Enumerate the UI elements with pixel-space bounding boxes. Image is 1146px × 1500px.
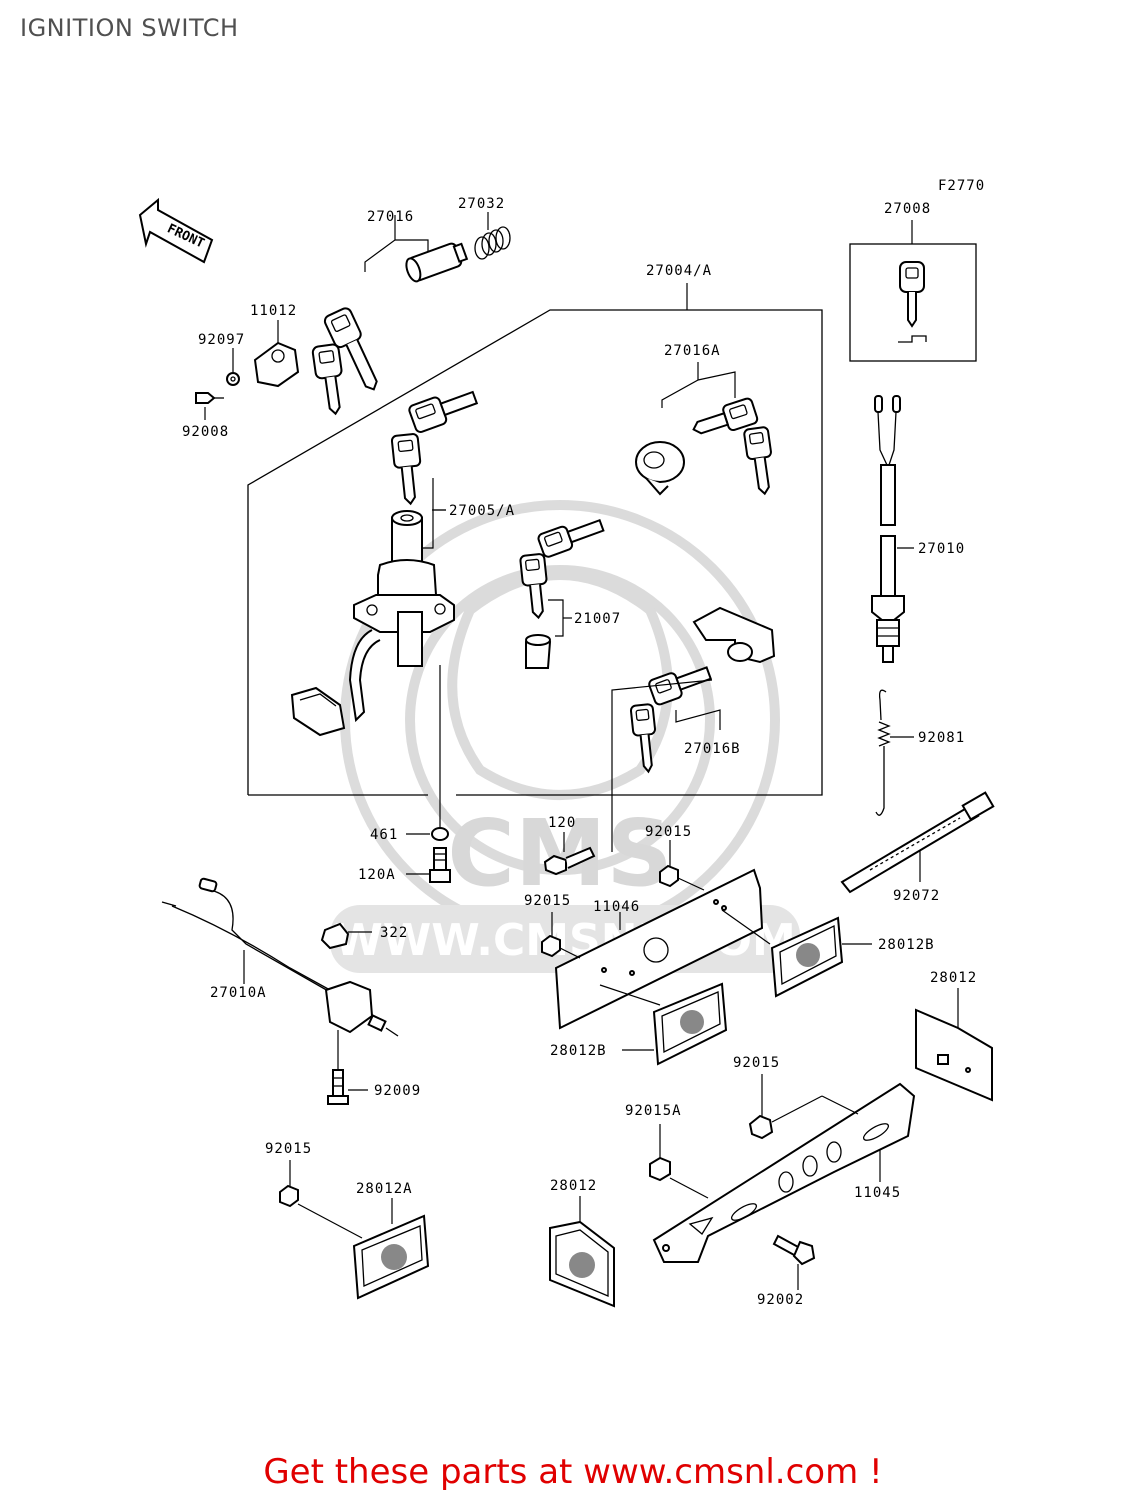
assembly-outline xyxy=(247,283,823,796)
page-title: IGNITION SWITCH xyxy=(20,14,239,42)
reflector-28012A xyxy=(352,1198,430,1300)
part-label-27010A: 27010A xyxy=(210,985,267,1001)
footer-link[interactable]: Get these parts at www.cmsnl.com ! xyxy=(0,1452,1146,1492)
reflector-28012B-right xyxy=(770,916,872,998)
part-label-21007: 21007 xyxy=(574,611,621,627)
spring-92081 xyxy=(875,689,914,816)
bolt-120 xyxy=(543,832,596,876)
part-label-27010: 27010 xyxy=(918,541,965,557)
bolt-92015-right xyxy=(748,1074,859,1140)
watermark-logo: CMS xyxy=(447,800,672,907)
part-label-11012: 11012 xyxy=(250,303,297,319)
part-label-322: 322 xyxy=(380,925,408,941)
bracket-11012 xyxy=(195,320,300,420)
reflector-28012-bottom xyxy=(549,1196,615,1308)
reflector-28012-right xyxy=(915,988,993,1102)
part-label-92097: 92097 xyxy=(198,332,245,348)
part-label-120: 120 xyxy=(548,815,576,831)
part-label-92009: 92009 xyxy=(374,1083,421,1099)
plate-11046 xyxy=(541,868,771,1030)
screw-92009 xyxy=(327,1069,368,1105)
reflector-28012B-left xyxy=(622,982,728,1066)
part-label-27016: 27016 xyxy=(367,209,414,225)
part-label-92015-b: 92015 xyxy=(524,893,571,909)
lock-21007 xyxy=(519,518,605,669)
front-arrow-icon: FRONT xyxy=(138,197,214,264)
part-label-28012-right: 28012 xyxy=(930,970,977,986)
part-label-28012B-right: 28012B xyxy=(878,937,935,953)
part-labels: 27016 27032 27008 27004/A 11012 92097 92… xyxy=(182,196,977,1308)
cable-tie-92072 xyxy=(840,791,995,894)
part-label-27032: 27032 xyxy=(458,196,505,212)
key-box-27008 xyxy=(849,220,977,362)
part-label-92081: 92081 xyxy=(918,730,965,746)
part-label-461: 461 xyxy=(370,827,398,843)
nut-92015-top xyxy=(659,840,705,891)
part-label-28012-bottom: 28012 xyxy=(550,1178,597,1194)
figure-code: F2770 xyxy=(938,178,985,194)
spring-27032 xyxy=(474,212,511,260)
part-label-27005A: 27005/A xyxy=(449,503,515,519)
ignition-switch-27005A xyxy=(290,390,479,828)
part-label-120A: 120A xyxy=(358,867,396,883)
footer-text[interactable]: Get these parts at www.cmsnl.com ! xyxy=(263,1452,883,1492)
part-label-27004A: 27004/A xyxy=(646,263,712,279)
seat-lock-27016B xyxy=(611,606,776,852)
part-label-27016B: 27016B xyxy=(684,741,741,757)
key-set-27016 xyxy=(311,215,469,416)
part-label-92072: 92072 xyxy=(893,888,940,904)
washer-bolt-461-120A xyxy=(406,827,451,883)
lock-27016A xyxy=(635,362,772,496)
part-label-28012A: 28012A xyxy=(356,1181,413,1197)
part-label-28012B-left: 28012B xyxy=(550,1043,607,1059)
part-label-92008: 92008 xyxy=(182,424,229,440)
part-label-11045: 11045 xyxy=(854,1185,901,1201)
part-label-92015A: 92015A xyxy=(625,1103,682,1119)
bracket-11045 xyxy=(652,1082,916,1263)
nut-92015-bottom-left xyxy=(279,1160,363,1239)
bolt-92002 xyxy=(772,1234,816,1290)
switch-27010A xyxy=(161,877,399,1070)
part-label-92015-d: 92015 xyxy=(265,1141,312,1157)
part-label-11046: 11046 xyxy=(593,899,640,915)
part-label-92015-c: 92015 xyxy=(733,1055,780,1071)
part-label-92002: 92002 xyxy=(757,1292,804,1308)
part-label-92015-a: 92015 xyxy=(645,824,692,840)
nut-92015A xyxy=(649,1124,709,1199)
part-label-27016A: 27016A xyxy=(664,343,721,359)
part-label-27008: 27008 xyxy=(884,201,931,217)
switch-27010 xyxy=(871,395,914,663)
